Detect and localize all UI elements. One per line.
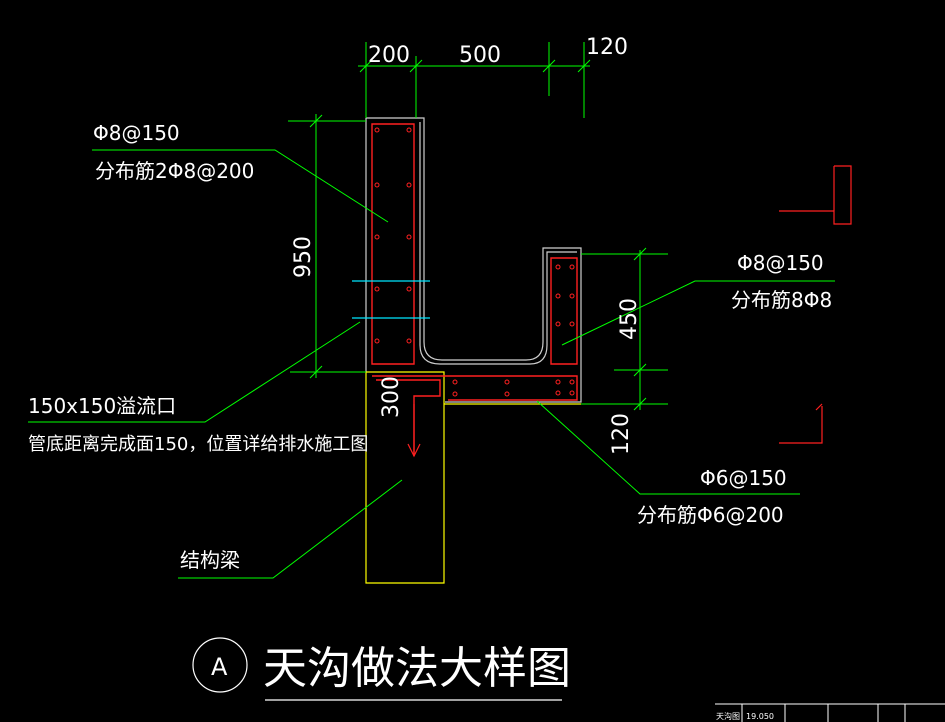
bottom-main-rebar: Φ6@150	[700, 466, 787, 490]
bottom-slab-rebar	[372, 375, 578, 401]
title-block	[715, 703, 945, 722]
left-wall-rebar	[371, 123, 415, 365]
drawing-title: 天沟做法大样图	[263, 643, 571, 694]
rebar-dots	[374, 127, 575, 397]
dim-950: 950	[291, 236, 316, 278]
detail-marker-circle	[192, 637, 248, 693]
right-wall-dist-rebar: 分布筋8Φ8	[731, 288, 832, 312]
leader-right-wall	[561, 280, 835, 346]
dim-500: 500	[459, 43, 501, 68]
leader-left-wall	[92, 149, 389, 223]
left-wall-dist-rebar: 分布筋2Φ8@200	[95, 159, 254, 183]
dim-200: 200	[368, 43, 410, 68]
structural-beam	[365, 371, 581, 584]
beam-label: 结构梁	[180, 548, 240, 572]
section-cut-marks	[779, 165, 852, 444]
dimension-texts: 200 500 120 950 450 300 120	[291, 35, 642, 455]
leader-bottom-slab	[536, 400, 800, 495]
overflow-title: 150x150溢流口	[28, 394, 176, 418]
dim-450: 450	[617, 298, 642, 340]
gutter-outline	[365, 117, 582, 403]
dimension-lines	[288, 42, 668, 411]
bottom-dist-rebar: 分布筋Φ6@200	[637, 503, 784, 527]
overflow-note: 管底距离完成面150，位置详给排水施工图	[28, 434, 368, 455]
leader-beam	[178, 479, 403, 579]
drawing-title-group: A 天沟做法大样图	[192, 637, 571, 701]
annotation-texts: Φ8@150 分布筋2Φ8@200 Φ8@150 分布筋8Φ8 150x150溢…	[28, 121, 832, 572]
overflow-opening	[352, 280, 430, 319]
title-block-cell-2: 19.050	[746, 712, 774, 721]
leader-lines	[28, 149, 835, 579]
right-wall-rebar	[550, 257, 578, 365]
rebar-cages	[371, 123, 578, 456]
title-block-cell-1: 天沟图	[716, 711, 740, 721]
dim-120-right: 120	[609, 413, 634, 455]
left-wall-main-rebar: Φ8@150	[93, 121, 180, 145]
dim-300: 300	[379, 376, 404, 418]
beam-arrow	[407, 404, 421, 458]
leader-overflow	[28, 321, 361, 423]
dim-120-top: 120	[586, 35, 628, 60]
detail-marker-letter: A	[211, 653, 228, 681]
right-wall-main-rebar: Φ8@150	[737, 251, 824, 275]
